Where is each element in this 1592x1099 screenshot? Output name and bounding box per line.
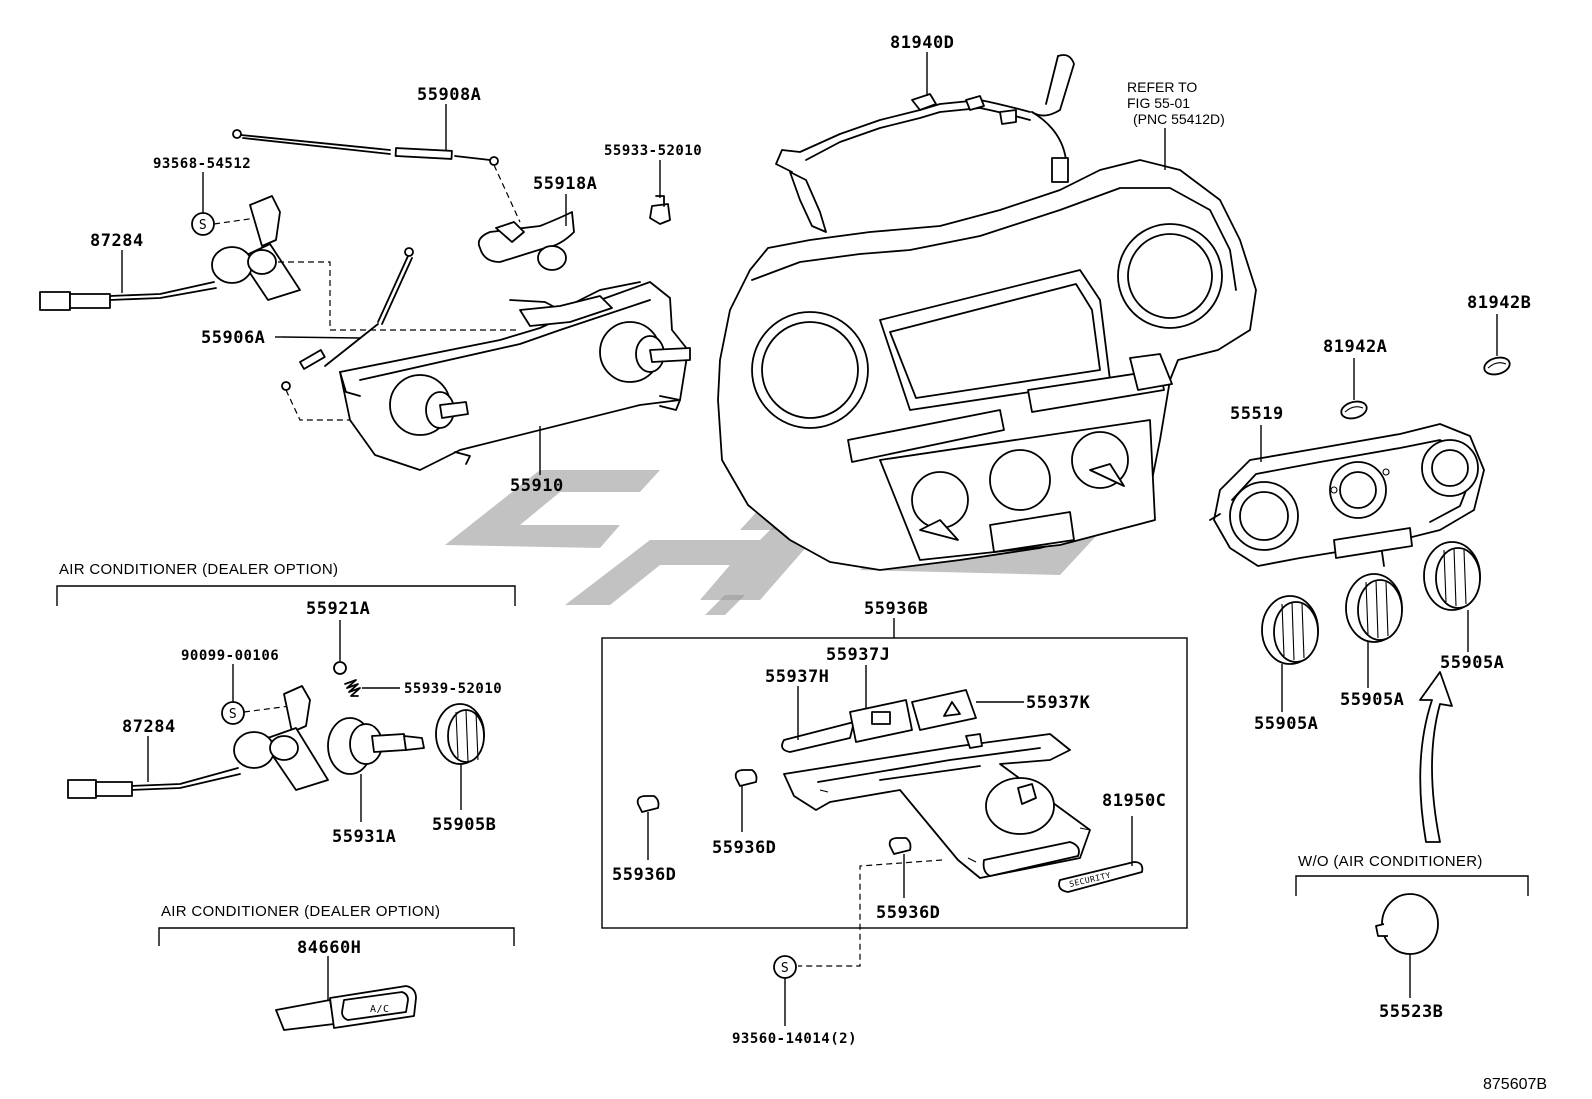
svg-text:A/C: A/C: [370, 1004, 390, 1015]
ornament-81942B: [1483, 356, 1511, 376]
svg-text:(PNC 55412D): (PNC 55412D): [1133, 111, 1225, 127]
switch-bracket-frame: [783, 733, 1091, 879]
label-55906A: 55906A: [201, 328, 265, 348]
sensor-87284-top: [39, 195, 301, 311]
section-wo-ac: W/O (AIR CONDITIONER): [1298, 853, 1483, 870]
wire-harness-81940D: [775, 54, 1075, 233]
label-55939-52010: 55939-52010: [404, 681, 502, 697]
label-81942B: 81942B: [1467, 293, 1531, 313]
switch-55937K: [911, 689, 977, 731]
label-55910: 55910: [510, 476, 564, 496]
label-55936B: 55936B: [864, 599, 928, 619]
switch-55937J: [849, 699, 913, 743]
label-55905B: 55905B: [432, 815, 496, 835]
cap-55523B: [1375, 893, 1439, 955]
spring-55939: [344, 679, 361, 697]
label-55921A: 55921A: [306, 599, 370, 619]
label-90099-00106: 90099-00106: [181, 648, 279, 664]
svg-text:REFER TO: REFER TO: [1127, 79, 1197, 95]
label-81942A: 81942A: [1323, 337, 1387, 357]
cable-55906A: [281, 247, 414, 391]
svg-text:S: S: [229, 707, 237, 722]
sensor-87284-bottom: [67, 685, 329, 799]
svg-text:S: S: [199, 218, 207, 233]
label-55937H: 55937H: [765, 667, 829, 687]
knob-55905A-3: [1423, 541, 1481, 611]
screw-90099: S: [221, 701, 245, 725]
heater-control-panel-55519: [1209, 423, 1485, 567]
knob-55905A-1: [1261, 595, 1319, 665]
bulb-55936D-b: [734, 769, 758, 787]
label-55933-52010: 55933-52010: [604, 143, 702, 159]
label-55519: 55519: [1230, 404, 1284, 424]
clip-55933: [649, 195, 671, 225]
figure-id: 875607B: [1483, 1076, 1547, 1093]
label-84660H: 84660H: [297, 938, 361, 958]
screw-93568: S: [191, 212, 215, 236]
label-55905A-a: 55905A: [1254, 714, 1318, 734]
label-87284-bottom: 87284: [122, 717, 176, 737]
label-55918A: 55918A: [533, 174, 597, 194]
label-81940D: 81940D: [890, 33, 954, 53]
label-55937J: 55937J: [826, 645, 890, 665]
label-55936D-c: 55936D: [876, 903, 940, 923]
switch-55937H: [781, 721, 855, 753]
label-81950C: 81950C: [1102, 791, 1166, 811]
label-55936D-b: 55936D: [712, 838, 776, 858]
knob-55905B: [435, 703, 485, 765]
ac-switch-84660H: A/C: [275, 985, 417, 1031]
bracket-ac-option-1: [56, 585, 516, 606]
heater-control-55910: [339, 281, 691, 471]
svg-text:FIG 55-01: FIG 55-01: [1127, 95, 1190, 111]
lever-55918A: [477, 211, 575, 271]
label-55905A-b: 55905A: [1340, 690, 1404, 710]
label-55937K: 55937K: [1026, 693, 1091, 713]
label-93560-14014: 93560-14014(2): [732, 1031, 857, 1047]
ornament-81942A: [1340, 400, 1368, 420]
label-55908A: 55908A: [417, 85, 481, 105]
bulb-55936D-c: [888, 837, 912, 855]
section-ac-option-2: AIR CONDITIONER (DEALER OPTION): [161, 903, 440, 920]
label-55936D-a: 55936D: [612, 865, 676, 885]
svg-text:S: S: [781, 961, 789, 976]
label-55931A: 55931A: [332, 827, 396, 847]
bulb-55936D-a: [636, 795, 660, 813]
valve-55931A: [327, 717, 425, 775]
knob-55905A-2: [1345, 573, 1403, 643]
ball-55921A: [333, 661, 347, 675]
reference-note: REFER TO FIG 55-01 (PNC 55412D): [1127, 79, 1225, 127]
arrow-indicator: [1419, 671, 1453, 843]
screw-93560: S: [773, 955, 797, 979]
part-labels: 81940D 55908A 93568-54512 55918A 55933-5…: [90, 33, 1531, 1047]
security-plate-81950C: SECURITY: [1058, 861, 1144, 893]
label-55523B: 55523B: [1379, 1002, 1443, 1022]
bracket-ac-option-2: [158, 927, 515, 946]
cable-55908A: [232, 129, 499, 166]
center-cluster-bezel: [717, 159, 1257, 571]
label-93568-54512: 93568-54512: [153, 156, 251, 172]
section-ac-option-1: AIR CONDITIONER (DEALER OPTION): [59, 561, 338, 578]
bracket-wo-ac: [1295, 875, 1529, 896]
label-55905A-c: 55905A: [1440, 653, 1504, 673]
label-87284-top: 87284: [90, 231, 144, 251]
